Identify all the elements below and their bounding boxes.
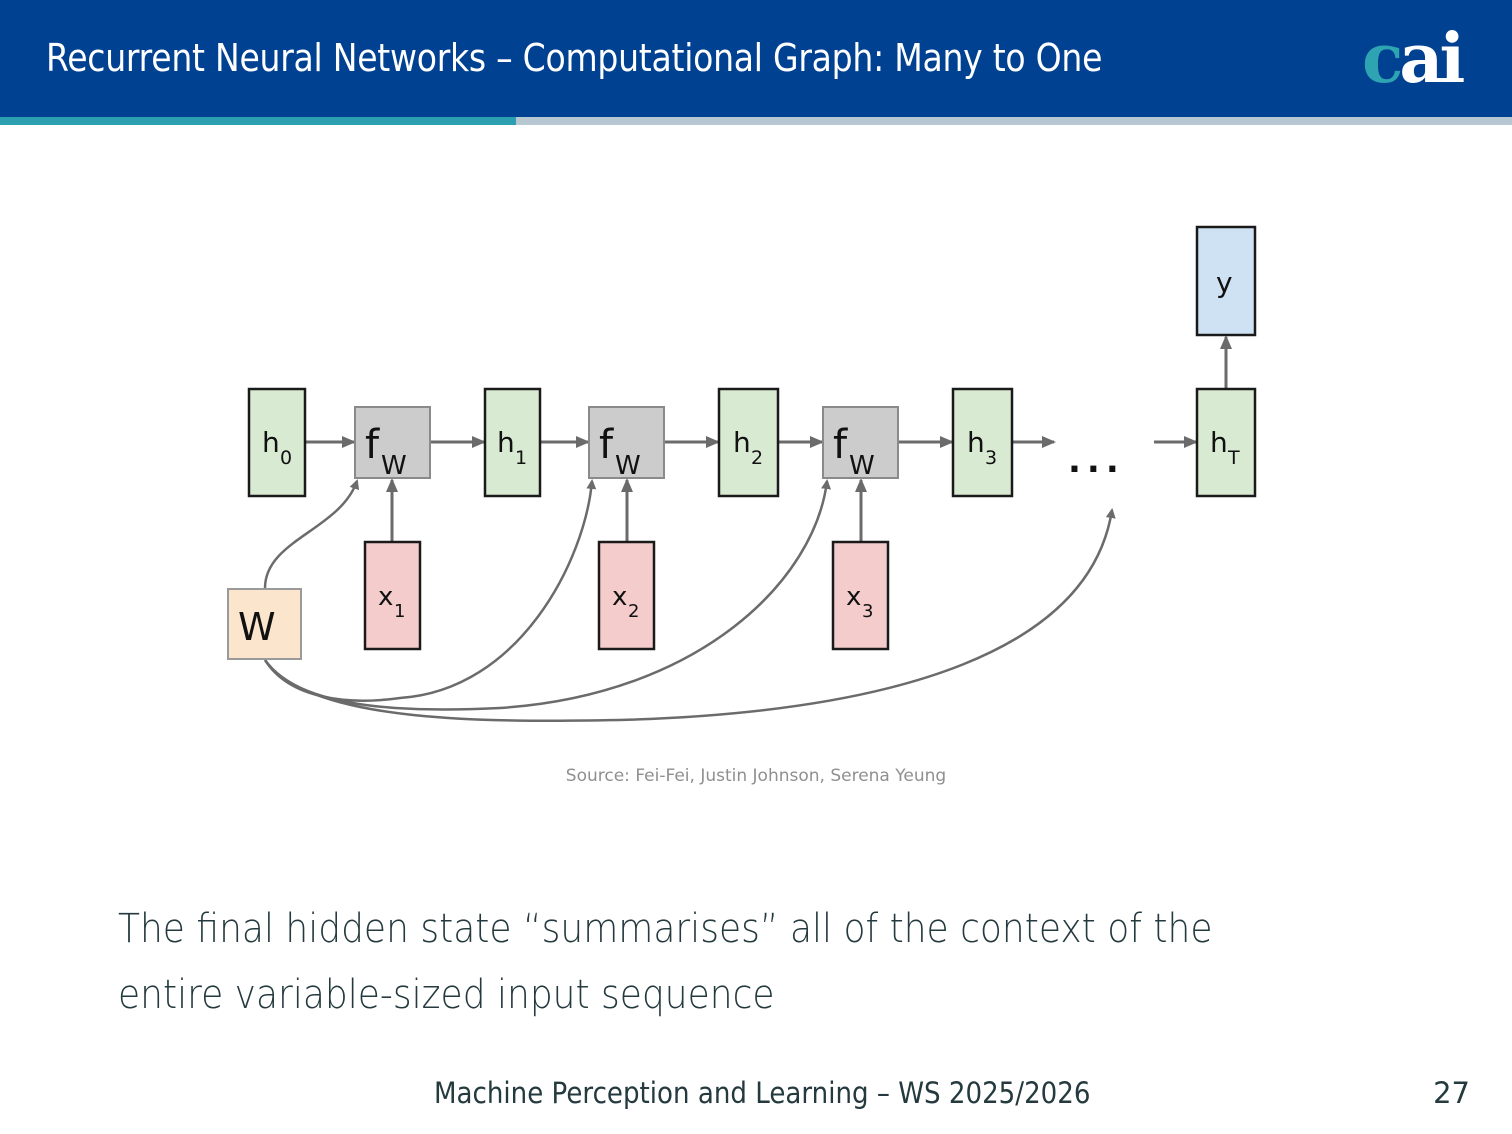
svg-text:W: W xyxy=(849,451,875,481)
svg-text:h: h xyxy=(733,426,751,459)
logo-ai: ai xyxy=(1399,19,1465,99)
slide-header: Recurrent Neural Networks – Computationa… xyxy=(0,0,1512,117)
svg-text:0: 0 xyxy=(280,447,292,469)
svg-text:h: h xyxy=(497,426,515,459)
svg-text:y: y xyxy=(1216,266,1233,299)
input-box-x2: x 2 xyxy=(597,540,656,651)
curve-W-to-next xyxy=(263,508,1116,723)
svg-text:x: x xyxy=(378,582,393,612)
slide-body-text: The final hidden state “summarises” all … xyxy=(118,906,1213,1018)
svg-text:2: 2 xyxy=(628,601,639,622)
function-box-fw-3: f W xyxy=(822,406,899,481)
svg-text:f: f xyxy=(365,422,380,468)
svg-text:T: T xyxy=(1227,447,1240,469)
svg-text:f: f xyxy=(833,422,848,468)
weight-sharing-curves xyxy=(263,479,1116,723)
output-box-y: y xyxy=(1195,225,1257,337)
svg-text:x: x xyxy=(612,582,627,612)
hidden-state-h1: h 1 xyxy=(483,387,542,498)
hidden-state-h0: h 0 xyxy=(247,387,307,498)
slide-title: Recurrent Neural Networks – Computationa… xyxy=(46,36,1103,80)
svg-text:W: W xyxy=(615,451,641,481)
svg-text:h: h xyxy=(967,426,985,459)
hidden-state-hT: h T xyxy=(1195,387,1257,498)
function-box-fw-1: f W xyxy=(354,406,431,481)
svg-text:W: W xyxy=(238,605,276,649)
ellipsis: ... xyxy=(1068,441,1125,481)
svg-text:x: x xyxy=(846,582,861,612)
weights-box-W: W xyxy=(227,588,302,660)
header-accent-bar-grey xyxy=(516,117,1512,125)
chain-arrows xyxy=(306,335,1232,541)
hidden-state-h3: h 3 xyxy=(951,387,1014,498)
svg-text:2: 2 xyxy=(751,447,763,469)
image-source-caption: Source: Fei-Fei, Justin Johnson, Serena … xyxy=(565,766,947,786)
svg-text:1: 1 xyxy=(394,601,405,622)
hidden-state-h2: h 2 xyxy=(717,387,780,498)
svg-text:h: h xyxy=(262,426,280,459)
input-box-x3: x 3 xyxy=(831,540,890,651)
svg-text:f: f xyxy=(599,422,614,468)
svg-text:W: W xyxy=(381,451,407,481)
cai-logo: cai xyxy=(1362,24,1465,94)
curve-W-to-f2 xyxy=(263,479,597,702)
svg-text:1: 1 xyxy=(515,447,527,469)
svg-text:3: 3 xyxy=(862,601,873,622)
svg-text:h: h xyxy=(1210,426,1228,459)
input-box-x1: x 1 xyxy=(363,540,422,651)
logo-c: c xyxy=(1362,19,1403,99)
page-number: 27 xyxy=(1433,1076,1470,1110)
header-accent-bar-teal xyxy=(0,117,516,125)
svg-text:3: 3 xyxy=(985,447,997,469)
curve-W-to-f1 xyxy=(263,479,360,589)
footer-course-title: Machine Perception and Learning – WS 202… xyxy=(434,1076,1091,1110)
function-box-fw-2: f W xyxy=(588,406,665,481)
curve-W-to-f3 xyxy=(263,479,831,711)
